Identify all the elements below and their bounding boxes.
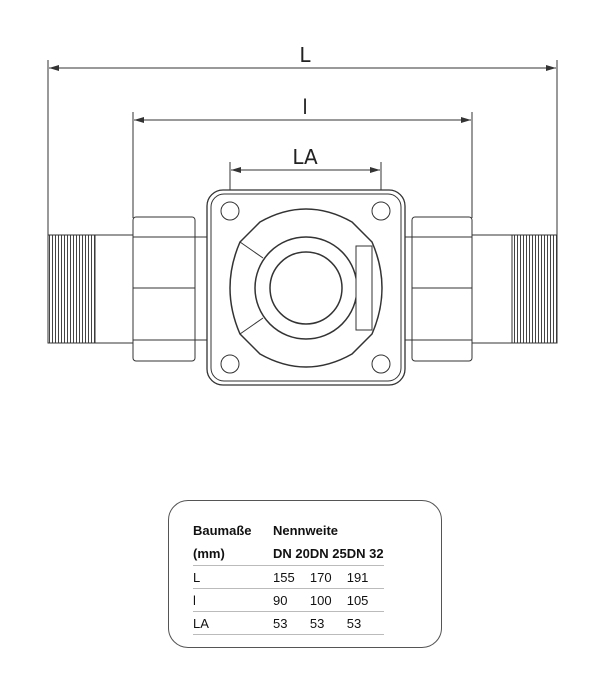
table-row: LA 53 53 53 (193, 611, 384, 635)
header-cell: Nennweite (273, 523, 339, 538)
table-cell: 191 (346, 565, 384, 589)
header-cell: DN 25 (309, 542, 347, 566)
dimension-label-L: L (299, 43, 311, 67)
header-cell: Baumaße (193, 523, 252, 538)
dimensions-table: Baumaße Nennweite (mm) DN 20 DN 25 DN 32… (193, 519, 384, 635)
header-cell: DN 20 (273, 542, 310, 566)
header-cell: (mm) (193, 542, 273, 566)
table-cell: 155 (273, 565, 310, 589)
table-cell: LA (193, 611, 273, 635)
table-row: l 90 100 105 (193, 588, 384, 612)
dimension-label-l: l (302, 95, 308, 119)
table-header-row: (mm) DN 20 DN 25 DN 32 (193, 542, 384, 566)
table-cell: 100 (309, 588, 347, 612)
table-cell: l (193, 588, 273, 612)
dimension-label-LA: LA (292, 145, 318, 169)
valve-technical-drawing: L l LA (47, 43, 558, 386)
table-header-row: Baumaße Nennweite (193, 519, 384, 542)
table-cell: 90 (273, 588, 310, 612)
header-cell: DN 32 (346, 542, 384, 566)
table-cell: 53 (346, 611, 384, 635)
table-cell: 170 (309, 565, 347, 589)
table-cell: 53 (273, 611, 310, 635)
table-cell: 105 (346, 588, 384, 612)
dimensions-table-box: Baumaße Nennweite (mm) DN 20 DN 25 DN 32… (168, 500, 442, 648)
table-cell: L (193, 565, 273, 589)
table-cell: 53 (309, 611, 347, 635)
table-row: L 155 170 191 (193, 565, 384, 589)
